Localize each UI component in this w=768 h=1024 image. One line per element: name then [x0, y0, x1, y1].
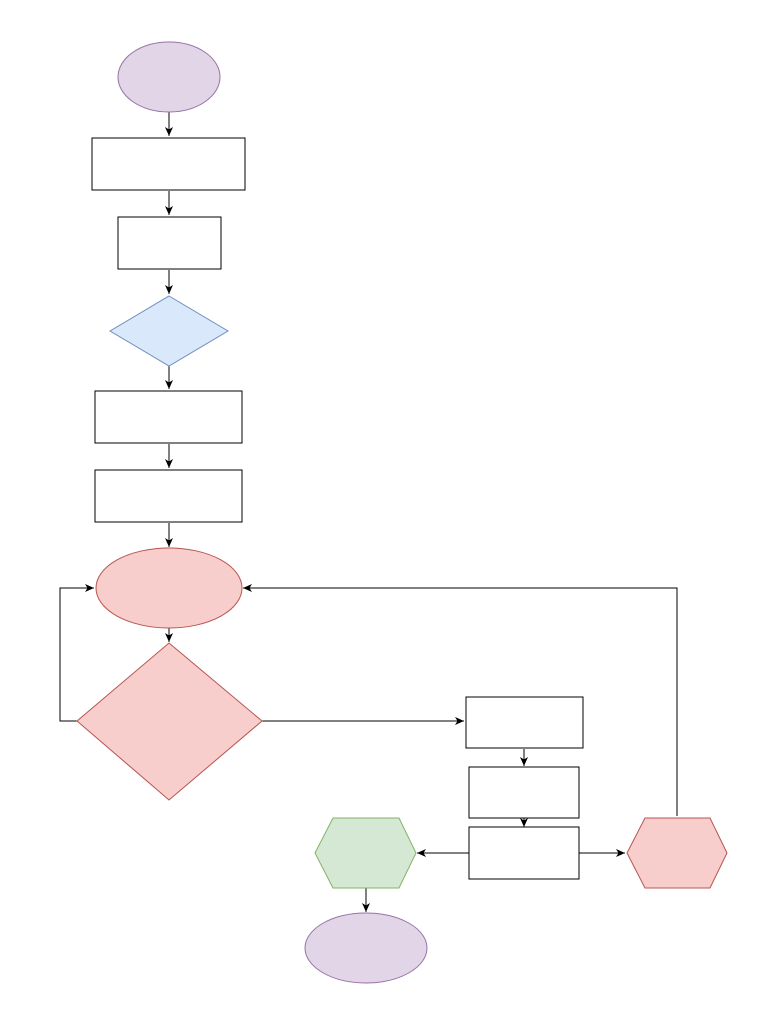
retry-hexagon: [626, 817, 728, 889]
start-terminal: [117, 41, 221, 113]
process-box-6: [468, 766, 580, 819]
loop-decision-diamond: [76, 642, 263, 801]
process-box-5: [465, 696, 584, 749]
process-box-4: [94, 469, 243, 523]
success-hexagon: [314, 817, 417, 889]
decision-diamond-1: [109, 295, 229, 367]
process-box-3: [94, 390, 243, 444]
process-box-1: [91, 137, 246, 191]
edge-hexagon-retry-to-loop-start: [243, 584, 678, 816]
end-terminal: [304, 912, 428, 984]
edge-loop-decision-back-to-loop-start: [59, 584, 94, 722]
process-box-7: [468, 826, 580, 880]
process-box-2: [117, 216, 222, 270]
loop-start-ellipse: [95, 547, 243, 629]
